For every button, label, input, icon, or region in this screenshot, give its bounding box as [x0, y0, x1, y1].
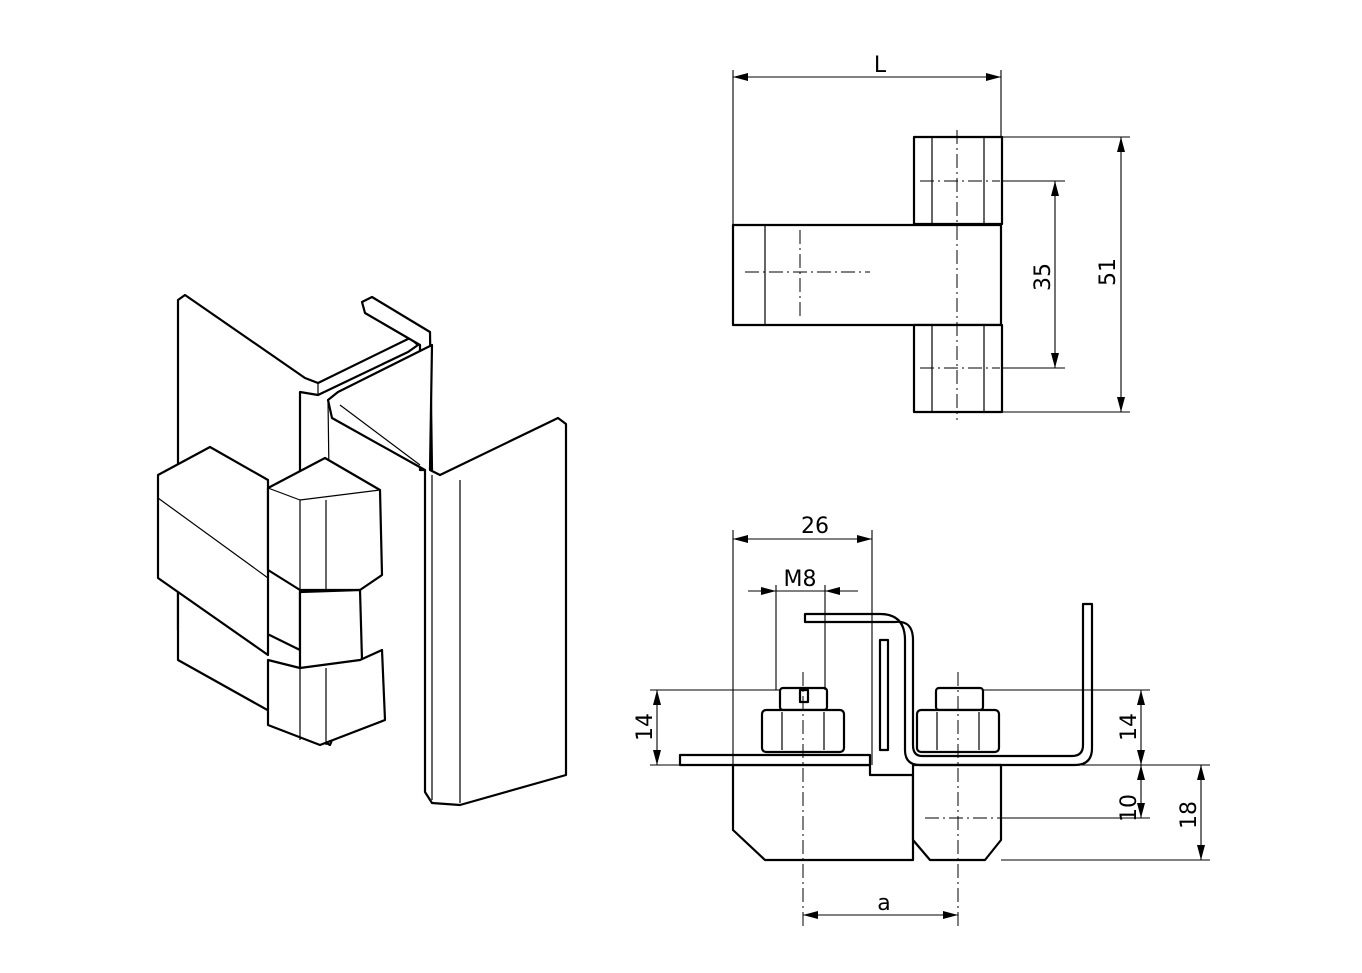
top-view: L 35 51 — [731, 53, 1130, 420]
front-profile-plate — [326, 343, 568, 807]
dim-knuckle-offset: 10 — [1117, 794, 1142, 822]
dim-length-L: L — [874, 53, 887, 78]
front-base-plate — [678, 753, 872, 767]
front-view: 26 M8 14 14 10 18 — [633, 514, 1210, 930]
front-knuckle — [911, 763, 1003, 862]
top-view-leaf — [731, 223, 1003, 327]
isometric-hinge-view — [156, 293, 568, 807]
front-bolt-right-head — [934, 686, 985, 712]
dim-knuckle-height: 18 — [1177, 801, 1202, 829]
front-left-leaf — [731, 763, 915, 862]
upper-knuckle — [266, 456, 384, 592]
dim-overall-height: 51 — [1096, 258, 1121, 286]
front-left-profile — [803, 602, 1094, 767]
dim-thread: M8 — [784, 567, 817, 592]
dim-axis-distance: a — [877, 891, 890, 916]
dim-bolt-spacing: 35 — [1031, 263, 1056, 291]
dim-nut-height-right: 14 — [1117, 713, 1142, 741]
dim-width: 26 — [801, 514, 829, 539]
middle-knuckle — [298, 588, 364, 674]
dim-nut-height-left: 14 — [633, 713, 658, 741]
